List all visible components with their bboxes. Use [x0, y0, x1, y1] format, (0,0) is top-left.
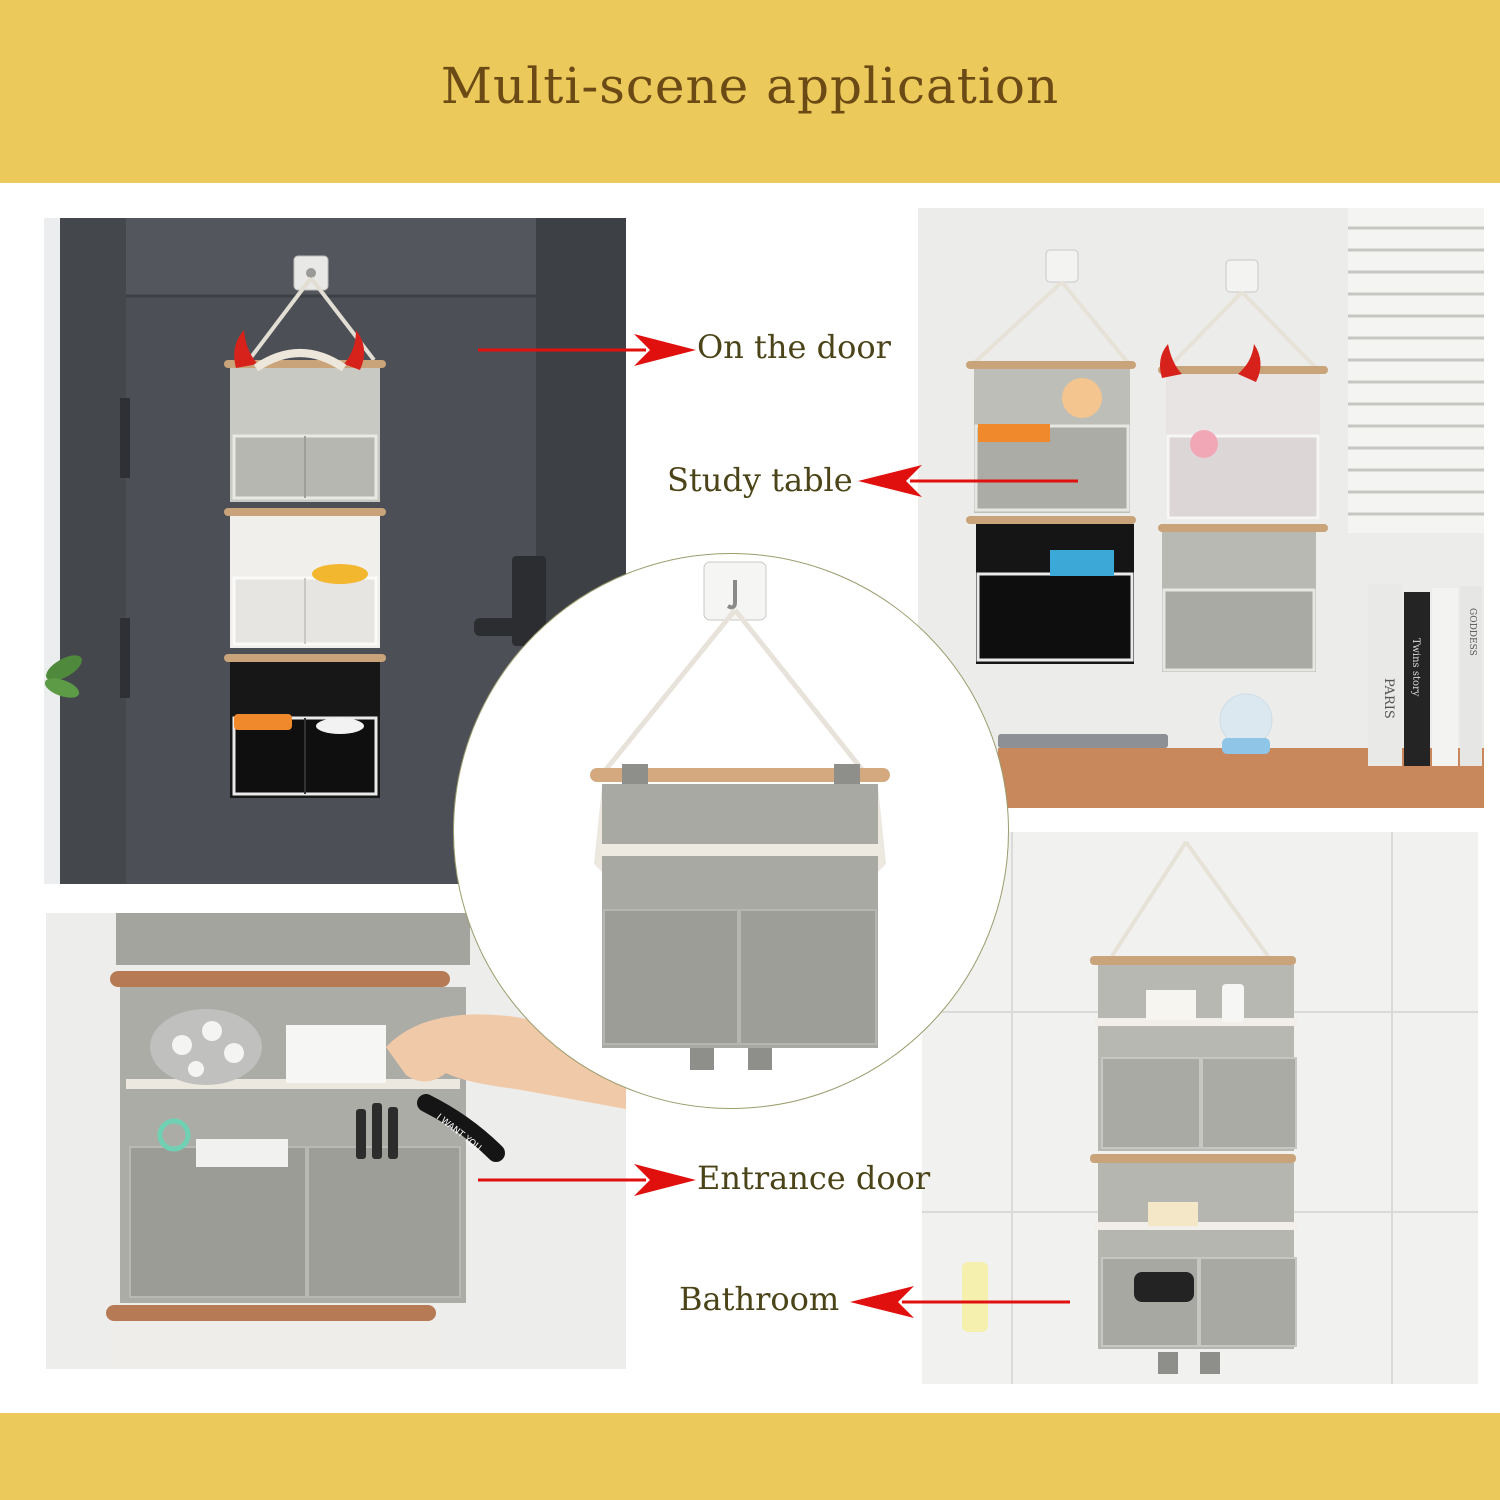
product-circle — [453, 553, 1009, 1109]
book-spine-twins-story: Twins story — [1410, 638, 1421, 697]
label-study-table: Study table — [667, 461, 853, 499]
label-bathroom: Bathroom — [679, 1280, 840, 1318]
label-on-the-door: On the door — [697, 328, 891, 366]
photo-on-the-door — [44, 218, 626, 884]
top-banner: Multi-scene application — [0, 0, 1500, 183]
book-spine-paris: PARIS — [1381, 678, 1396, 719]
arrow-left-icon — [850, 1286, 1070, 1318]
photo-bathroom — [922, 832, 1478, 1384]
photo-study-table: PARIS Twins story GODDESS — [918, 208, 1484, 808]
arrow-right-icon — [478, 1164, 696, 1196]
label-entrance-door: Entrance door — [697, 1159, 931, 1197]
adhesive-hook-icon — [703, 561, 767, 621]
arrow-left-icon — [858, 465, 1078, 497]
adhesive-hook-icon — [293, 255, 329, 291]
page-title: Multi-scene application — [440, 56, 1060, 115]
bottom-banner — [0, 1413, 1500, 1500]
book-spine-goddess: GODDESS — [1467, 608, 1477, 656]
arrow-right-icon — [478, 334, 696, 366]
devil-horn-headband-icon — [234, 330, 365, 372]
